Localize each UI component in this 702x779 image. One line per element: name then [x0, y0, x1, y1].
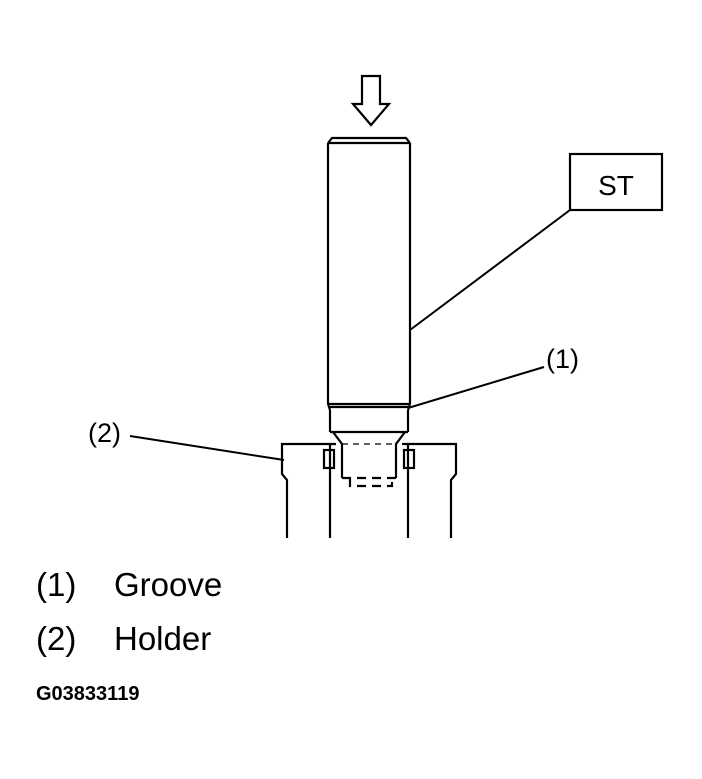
groove-leader-line: [407, 366, 545, 409]
holder-leader-line: [129, 435, 285, 461]
legend-number: (2): [36, 620, 77, 657]
legend-number: (1): [36, 566, 77, 603]
legend-text: Groove: [114, 566, 223, 603]
legend-text: Holder: [114, 620, 212, 657]
holder-callout-label: (2): [88, 418, 121, 448]
groove-callout-label: (1): [546, 344, 579, 374]
holder: [280, 442, 458, 538]
press-arrow-icon: [350, 74, 392, 127]
st-leader-line: [409, 209, 571, 331]
figure-id: G03833119: [36, 683, 140, 705]
special-tool-shaft: [326, 136, 412, 434]
st-label: ST: [598, 170, 634, 201]
groove: [332, 431, 406, 488]
st-label-box: [568, 152, 664, 212]
